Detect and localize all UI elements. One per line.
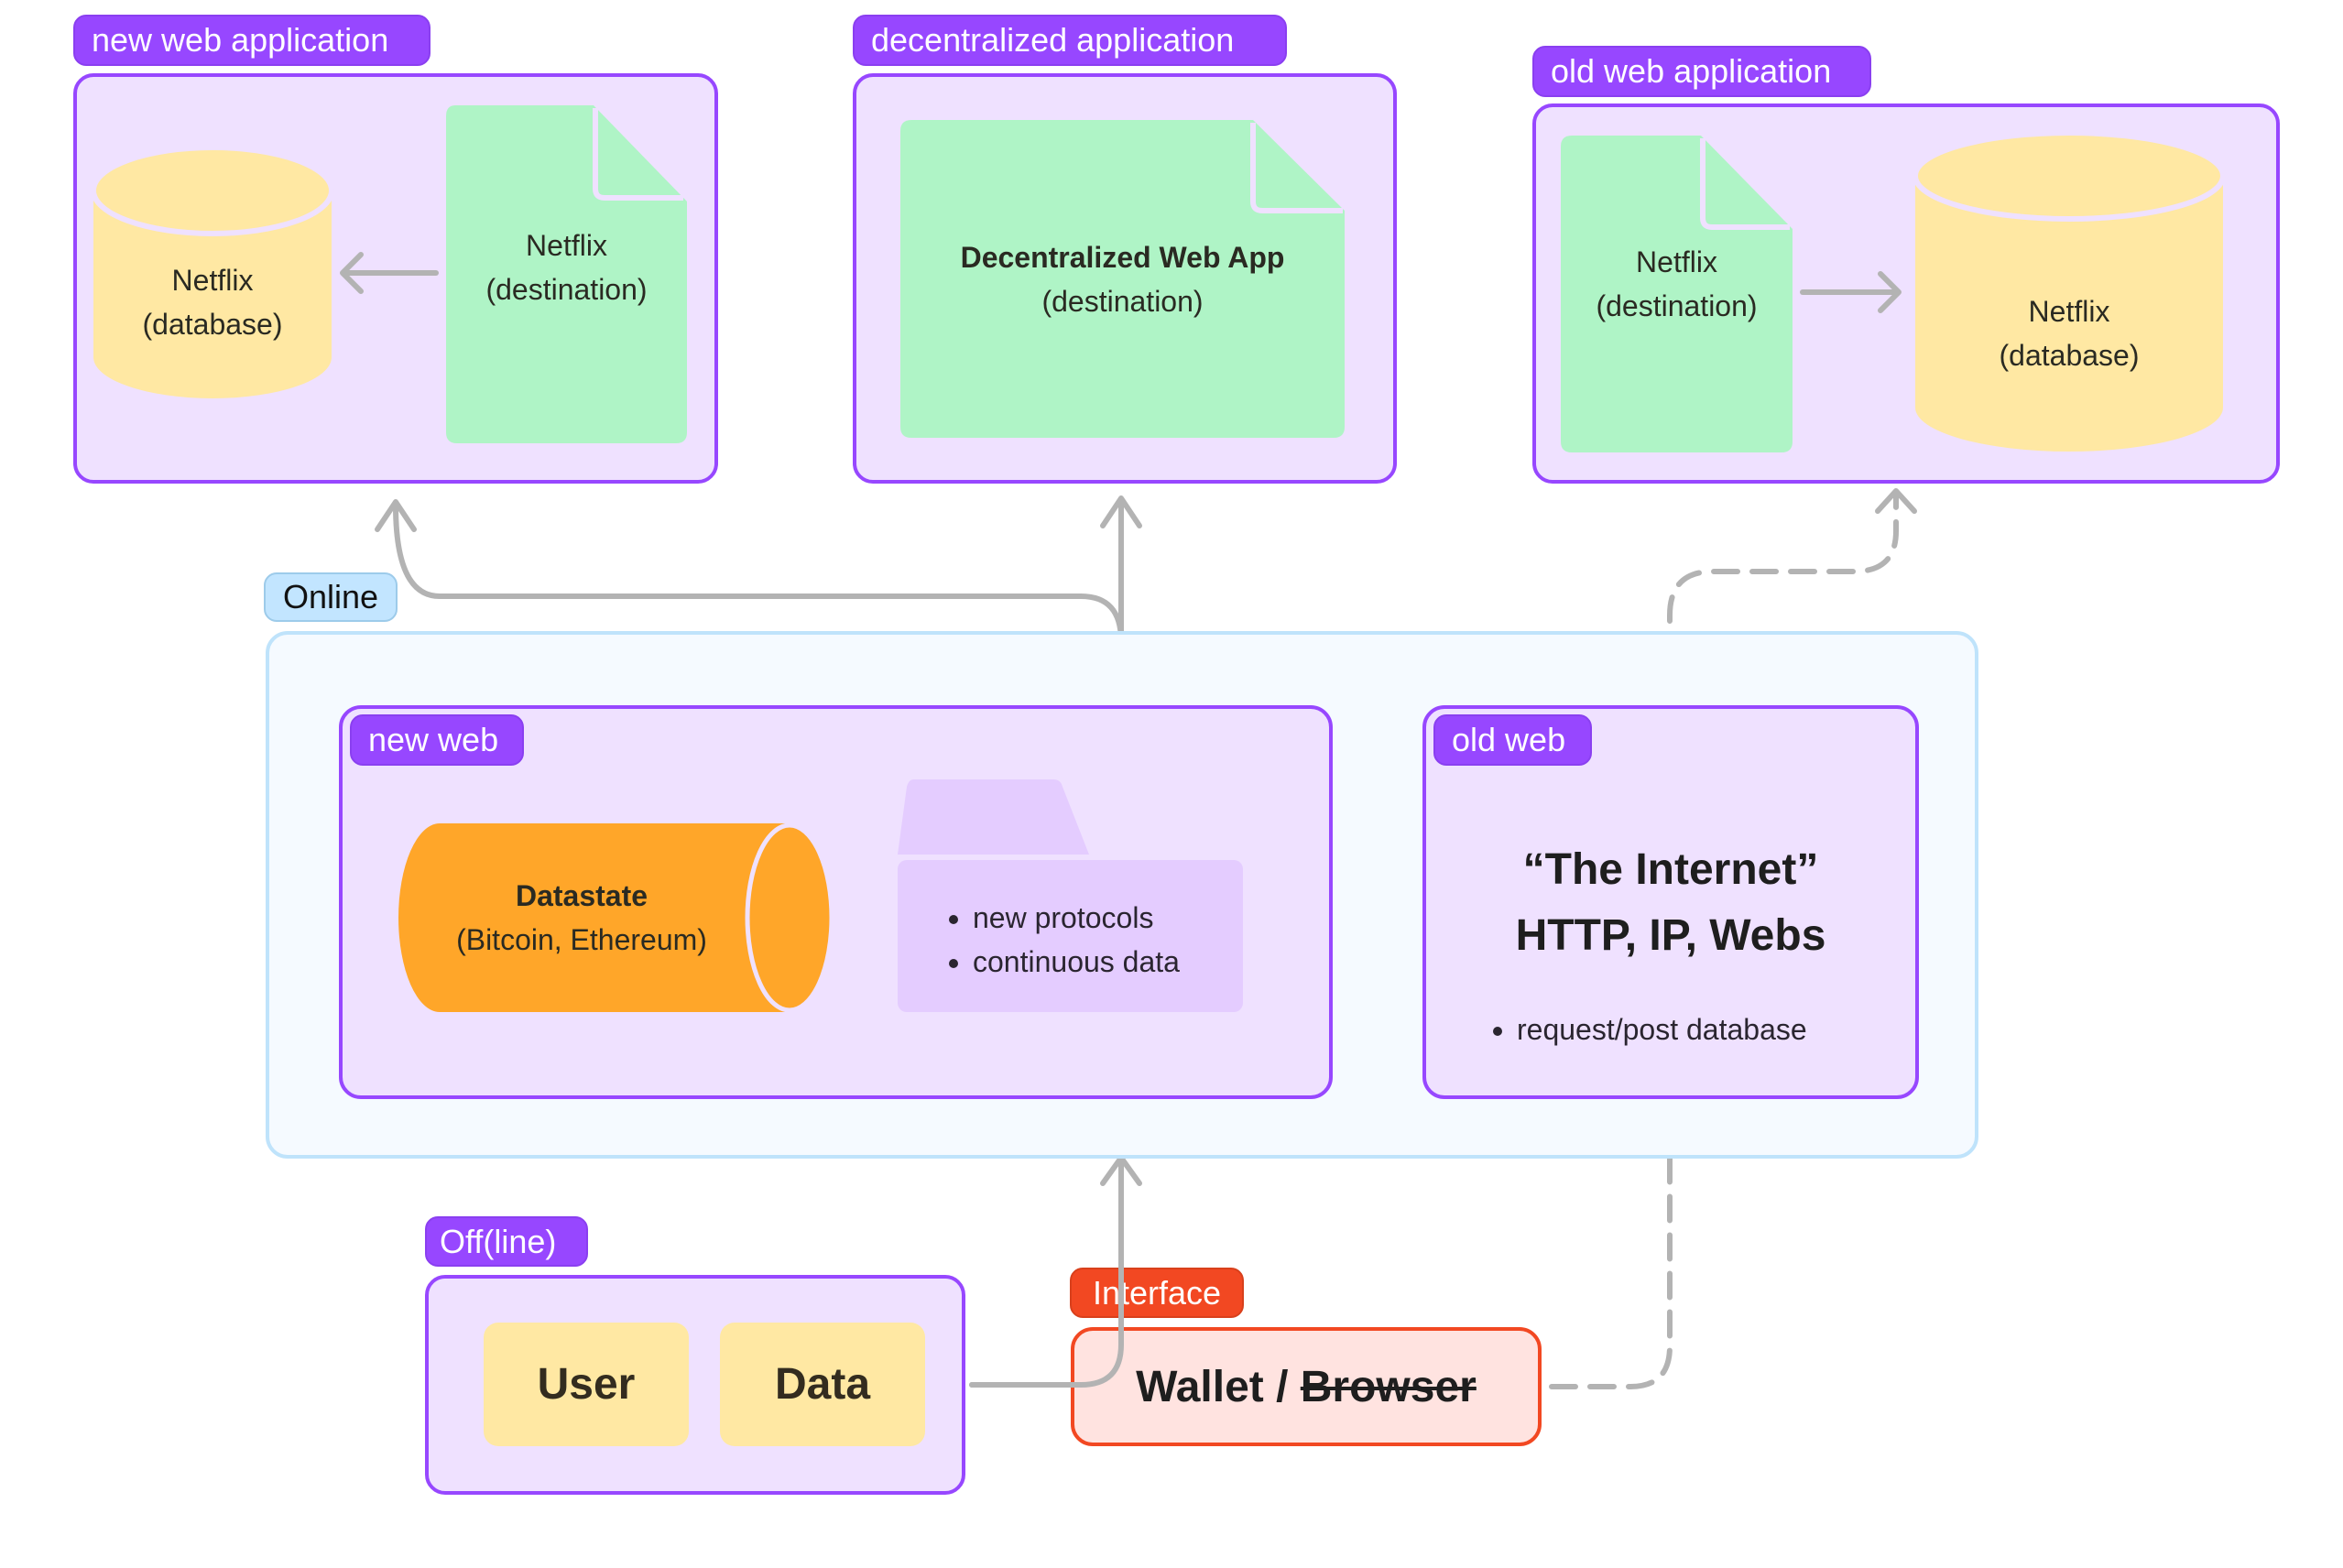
horizontal-cylinder-icon [398,822,834,1013]
dapp-destination-label: Decentralized Web App (destination) [900,229,1345,330]
new-web-bullet-list: new protocols continuous data [936,896,1180,984]
database-subtitle: (database) [142,308,283,341]
datastate-subtitle: (Bitcoin, Ethereum) [456,923,707,956]
destination-subtitle: (destination) [485,273,648,306]
new-web-tag: new web [350,714,524,766]
database-subtitle: (database) [1999,339,2140,372]
dapp-title: Decentralized Web App [960,241,1285,274]
new-web-app-destination-label: Netflix (destination) [446,212,687,322]
old-web-tag: old web [1433,714,1592,766]
document-icon [900,120,1345,438]
arrowhead-old-web-app [1875,488,1917,514]
database-title: Netflix [2028,295,2110,328]
database-cylinder-icon [91,145,334,398]
interface-tag: Interface [1070,1268,1244,1318]
datastate-label: Datastate (Bitcoin, Ethereum) [403,870,760,965]
old-web-title: “The Internet” HTTP, IP, Webs [1422,837,1919,969]
database-title: Netflix [171,264,254,297]
wallet-browser-box[interactable]: Wallet / Browser [1071,1327,1542,1446]
folder-icon [898,779,1243,1012]
browser-label-struck: Browser [1300,1362,1477,1411]
connector-online-to-new-web-app [393,503,1124,644]
bullet-item: continuous data [973,940,1180,984]
old-web-application-tag: old web application [1532,46,1871,97]
destination-title: Netflix [526,229,607,262]
database-cylinder-icon [1913,130,2226,452]
offline-tag: Off(line) [425,1216,588,1267]
new-web-app-database-label: Netflix (database) [93,247,332,357]
arrowhead-dapp [1100,495,1142,528]
data-sticky[interactable]: Data [720,1323,925,1446]
old-web-title-line2: HTTP, IP, Webs [1515,911,1826,960]
connector-wallet-to-old-web [1549,1111,1673,1389]
destination-title: Netflix [1636,245,1717,278]
connector-old-web-to-old-web-app [1667,492,1899,701]
new-web-application-tag: new web application [73,15,430,66]
datastate-title: Datastate [515,879,648,912]
bullet-item: new protocols [973,896,1180,940]
document-icon [1561,136,1793,452]
destination-subtitle: (destination) [1596,289,1758,322]
old-web-title-line1: “The Internet” [1522,845,1819,894]
connector-offline-to-online-overlay [969,1265,1124,1388]
arrowhead-new-web-app [375,499,417,532]
document-icon [446,105,687,443]
old-web-bullet-list: request/post database [1480,1007,1807,1051]
user-sticky[interactable]: User [484,1323,689,1446]
old-web-app-database-label: Netflix (database) [1915,278,2223,388]
old-web-app-destination-label: Netflix (destination) [1561,229,1793,339]
old-web-frame[interactable] [1422,705,1919,1099]
decentralized-application-tag: decentralized application [853,15,1287,66]
bullet-item: request/post database [1517,1007,1807,1051]
wallet-label: Wallet / [1136,1362,1301,1411]
dapp-subtitle: (destination) [1041,285,1204,318]
online-tag: Online [264,572,398,622]
